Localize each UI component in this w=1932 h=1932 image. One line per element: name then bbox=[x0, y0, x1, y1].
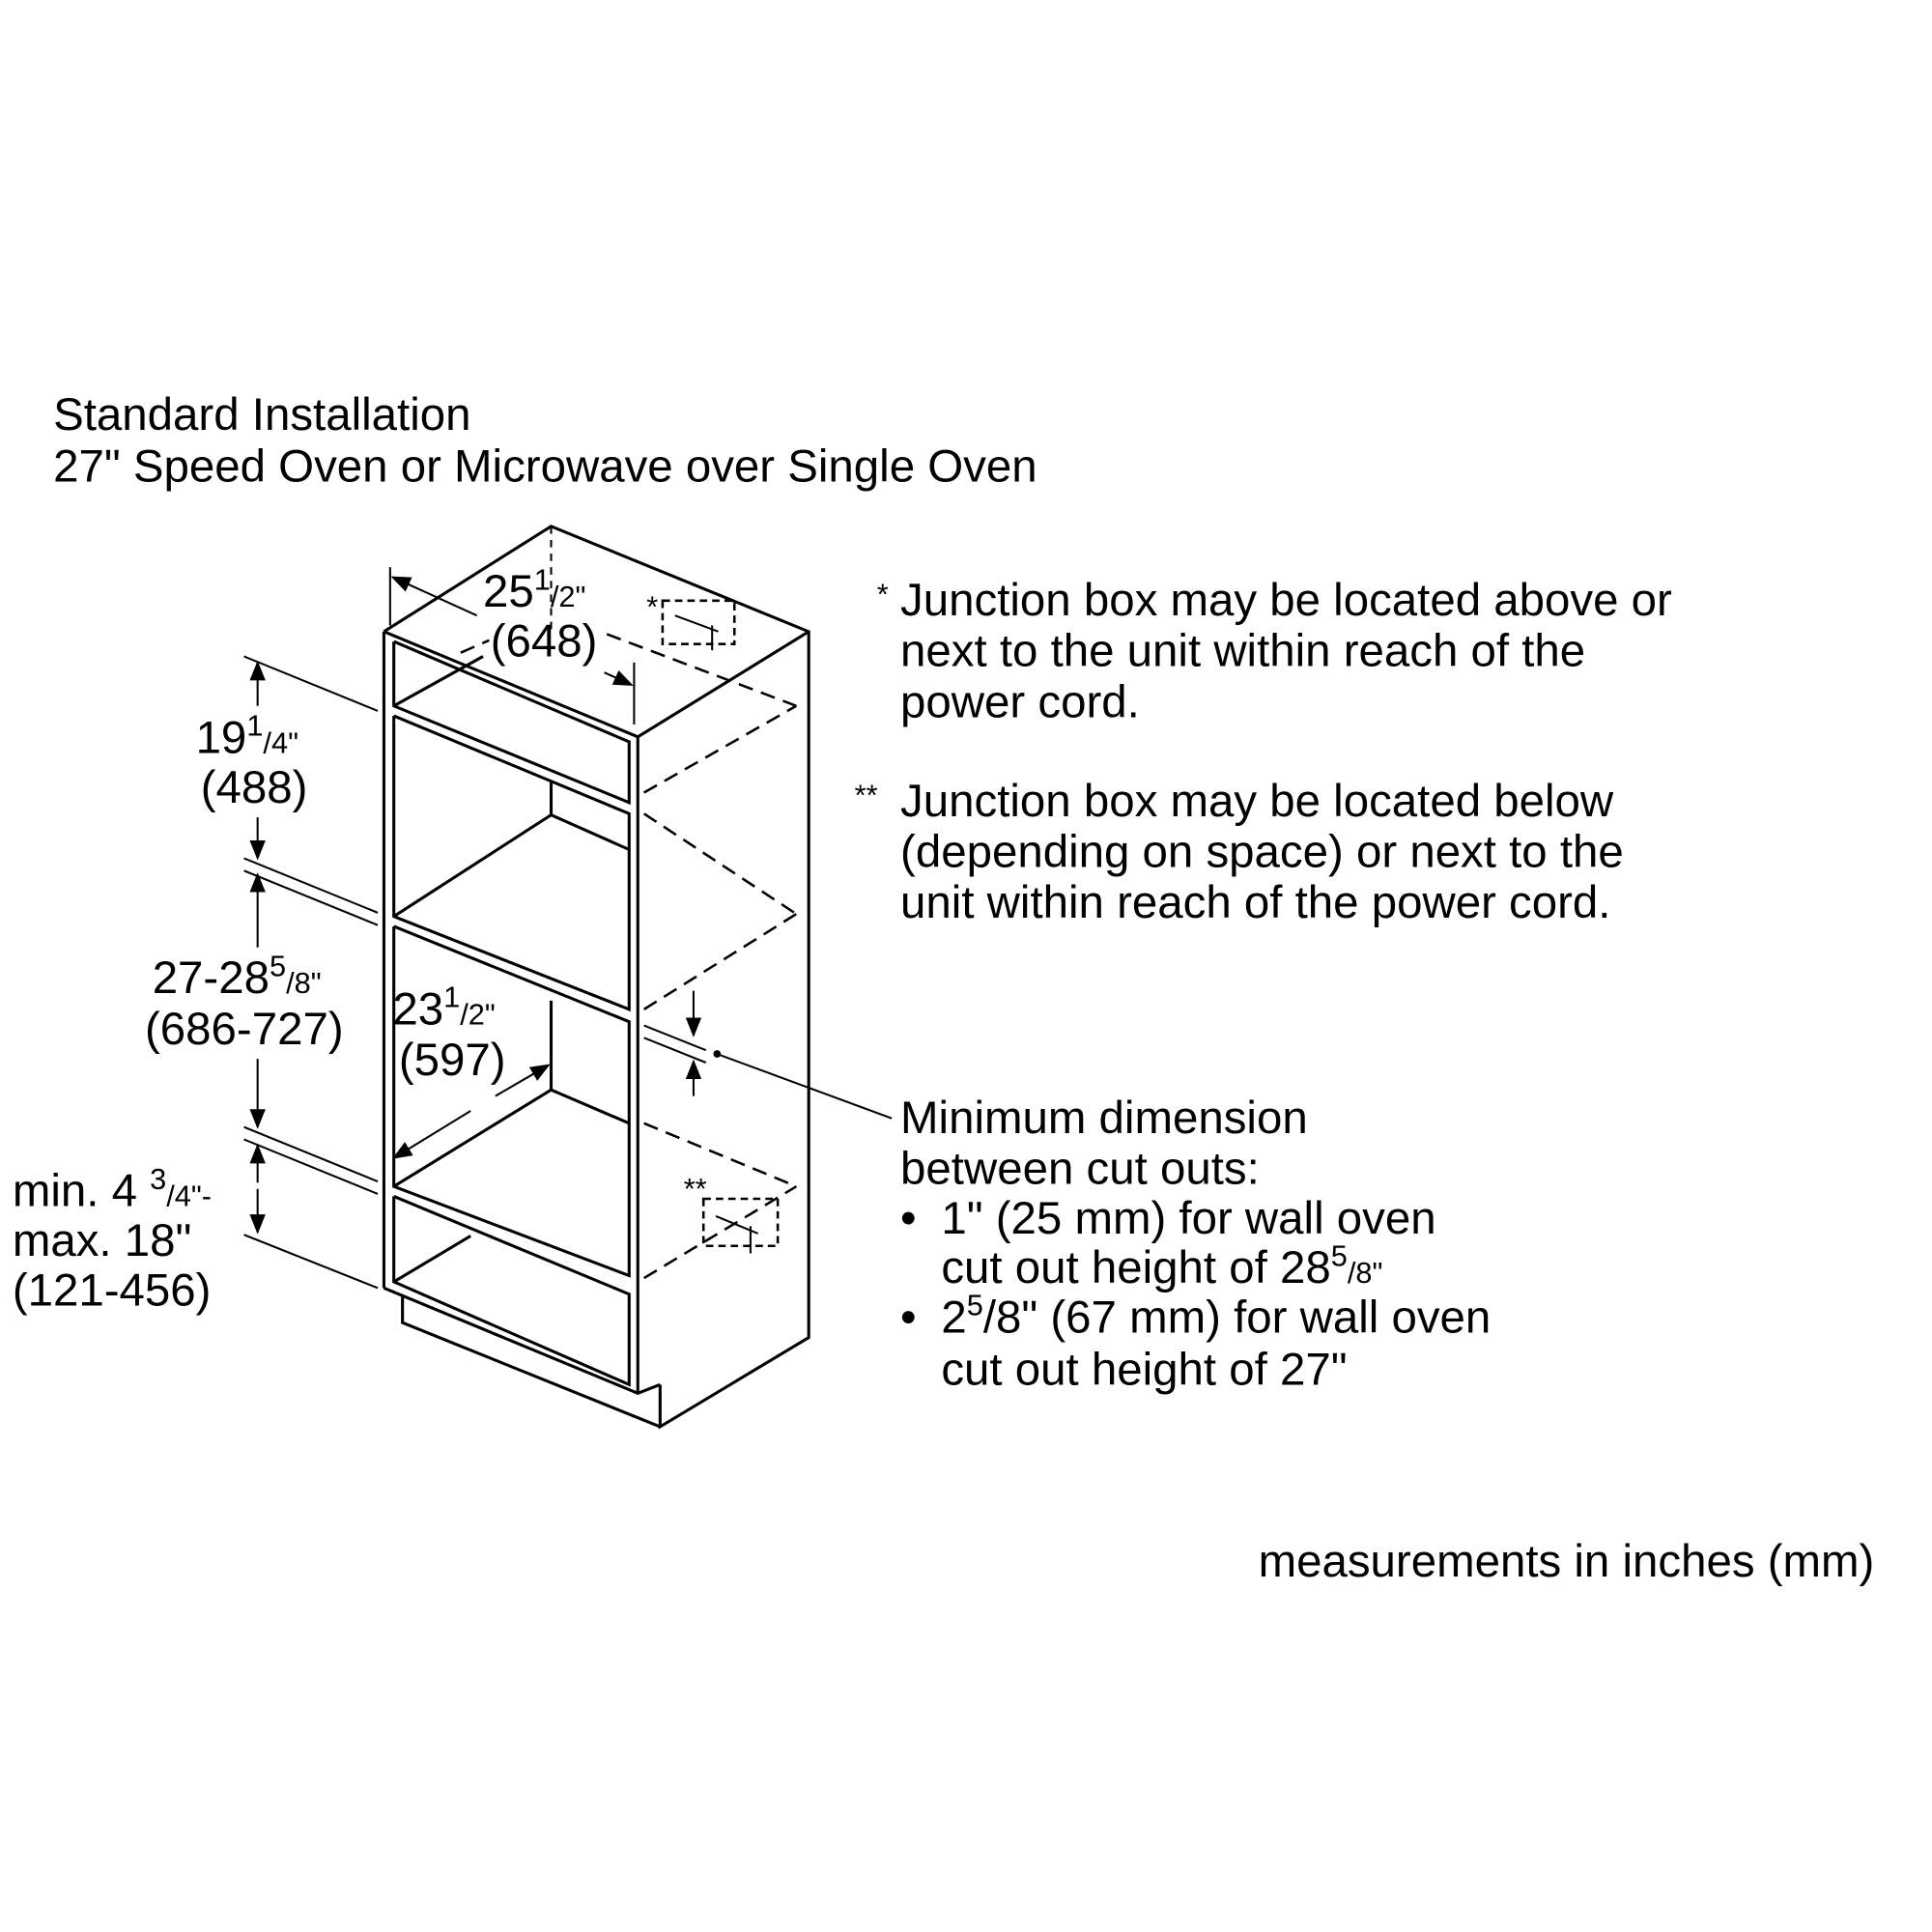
cutout-dim-mm: (686-727) bbox=[145, 1004, 344, 1055]
note-1-line-3: power cord. bbox=[900, 676, 1140, 727]
cabinet-drawing bbox=[382, 525, 810, 1430]
top-section-dim-mm: (488) bbox=[201, 762, 308, 813]
bullet-2-line-1: 25/8" (67 mm) for wall oven bbox=[941, 1289, 1491, 1344]
note-1-line-1: Junction box may be located above or bbox=[900, 575, 1672, 626]
dimension-lines bbox=[243, 567, 893, 1290]
marker-single: * bbox=[646, 589, 658, 623]
note-1-line-2: next to the unit within reach of the bbox=[900, 626, 1585, 677]
junction-box-top bbox=[661, 599, 736, 651]
title-line-1: Standard Installation bbox=[53, 389, 470, 440]
bullet-2-line-2: cut out height of 27" bbox=[941, 1344, 1347, 1395]
note-2-line-1: Junction box may be located below bbox=[900, 776, 1614, 827]
bullet-2: • bbox=[900, 1292, 917, 1343]
bullet-1-line-1: 1" (25 mm) for wall oven bbox=[941, 1193, 1435, 1244]
bullet-1: • bbox=[900, 1193, 917, 1244]
top-section-dim-label: 191/4" bbox=[196, 709, 298, 764]
note-1-marker: * bbox=[877, 578, 889, 611]
bottom-dim-max: max. 18" bbox=[13, 1215, 192, 1266]
note-2-marker: ** bbox=[855, 778, 878, 811]
measurement-units-note: measurements in inches (mm) bbox=[1259, 1536, 1875, 1587]
width-dim-mm: (648) bbox=[491, 615, 598, 667]
width-dim-label: 251/2" bbox=[483, 562, 585, 617]
depth-dim-label: 231/2" bbox=[392, 980, 495, 1035]
bottom-dim-label: min. 4 3/4"- bbox=[13, 1162, 212, 1217]
bottom-dim-mm: (121-456) bbox=[13, 1264, 212, 1316]
title-line-2: 27" Speed Oven or Microwave over Single … bbox=[53, 441, 1037, 493]
minimum-line-1: Minimum dimension bbox=[900, 1093, 1308, 1144]
depth-dim-mm: (597) bbox=[399, 1035, 506, 1086]
cutout-dim-label: 27-285/8" bbox=[153, 949, 322, 1004]
bullet-1-line-2: cut out height of 285/8" bbox=[941, 1238, 1382, 1293]
minimum-line-2: between cut outs: bbox=[900, 1144, 1260, 1195]
junction-box-bottom bbox=[701, 1197, 780, 1254]
marker-double: ** bbox=[684, 1172, 707, 1206]
note-2-line-2: (depending on space) or next to the bbox=[900, 826, 1624, 877]
note-2-line-3: unit within reach of the power cord. bbox=[900, 877, 1610, 928]
